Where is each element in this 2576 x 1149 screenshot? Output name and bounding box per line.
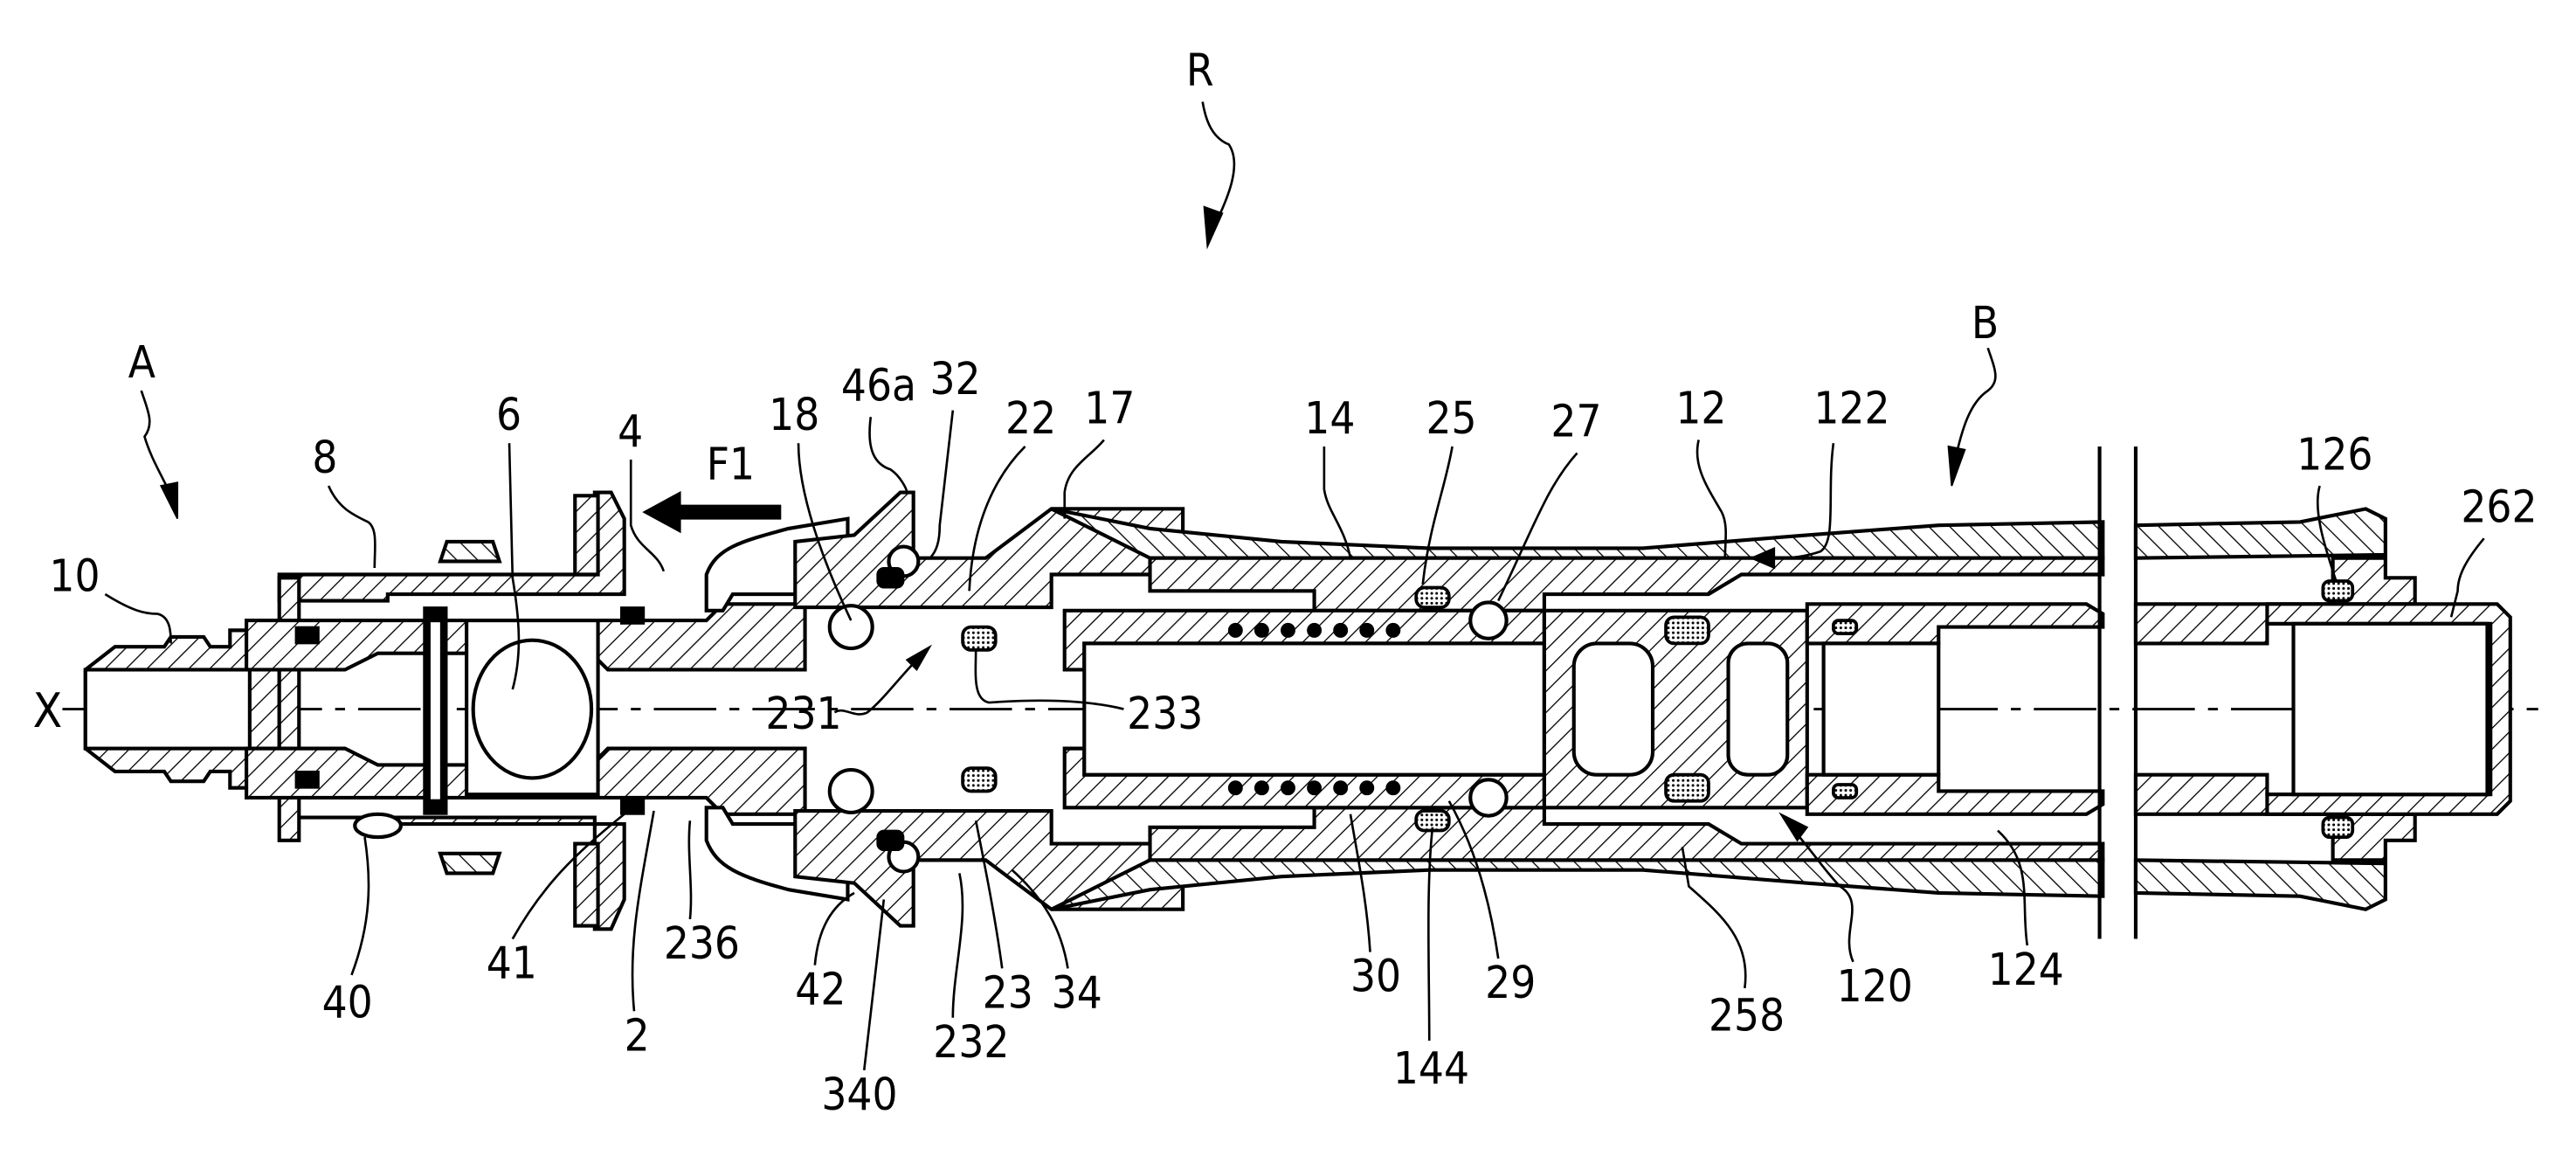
reference-numerals-bottom: 40 41 2 236 42 340 232 23 34 30 144 29 2… [322,800,2064,1120]
assembly-label-r: R [1186,45,1214,96]
ref-17: 17 [1084,383,1135,434]
ref-126: 126 [2296,428,2372,480]
ref-41: 41 [487,938,537,989]
ref-29: 29 [1485,957,1536,1008]
ref-25: 25 [1426,392,1476,444]
ref-2: 2 [625,1009,650,1061]
ref-32: 32 [929,353,980,405]
spring-bottom [1227,780,1401,796]
ref-258: 258 [1709,990,1785,1042]
assembly-label-a: A [128,336,155,388]
male-coupling-element [83,490,807,931]
ref-8: 8 [312,432,337,483]
ref-18: 18 [769,389,819,440]
reference-numerals-middle: 231 233 [765,644,1203,739]
axis-label: X [33,682,63,738]
ref-144: 144 [1393,1042,1469,1094]
spring-top [1227,622,1401,638]
ref-124: 124 [1988,944,2064,995]
force-label: F1 [707,439,755,490]
ref-22: 22 [1005,392,1056,444]
ref-34: 34 [1052,966,1102,1018]
ref-262: 262 [2461,481,2537,532]
assembly-pointer-a: A [128,336,179,520]
ball-valve-shape [471,638,594,780]
ref-231: 231 [765,688,841,739]
ref-23: 23 [983,966,1033,1018]
ref-42: 42 [795,964,846,1015]
ref-340: 340 [821,1069,897,1120]
force-arrow-f1: F1 [642,439,782,534]
assembly-label-b: B [1972,297,1999,349]
locking-ball-top [827,604,874,651]
ref-236: 236 [664,917,740,969]
ref-40: 40 [322,977,373,1028]
ref-14: 14 [1304,392,1355,444]
assembly-pointer-b: B [1947,297,1999,487]
ref-6: 6 [496,389,521,440]
ref-232: 232 [933,1016,1009,1068]
assembly-pointer-r: R [1186,45,1236,250]
ref-30: 30 [1350,951,1401,1002]
ref-27: 27 [1550,396,1601,447]
female-coupling-element [1050,507,2387,911]
ref-4: 4 [618,405,643,457]
ref-122: 122 [1813,383,1889,434]
ref-120: 120 [1837,960,1913,1012]
locking-ball-bottom [827,767,874,814]
female-end-fitting [2133,556,2512,862]
ref-12: 12 [1675,383,1726,434]
reference-numerals-top: 10 8 6 4 18 46a 32 22 17 14 25 27 12 122… [49,353,2538,690]
ref-10: 10 [49,550,100,601]
ref-233: 233 [1127,688,1203,739]
ref-46a: 46a [841,359,916,411]
